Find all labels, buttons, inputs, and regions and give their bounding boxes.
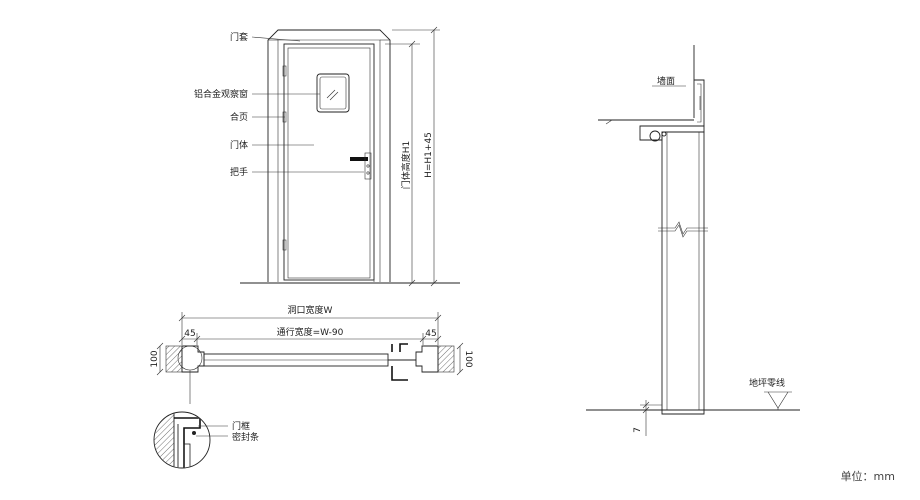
door-casing-outline: [267, 29, 391, 282]
section-door-leaf: [661, 131, 705, 411]
dim-opening-width: 洞口宽度W: [288, 304, 333, 316]
dim-total-height: H=H1+45: [424, 132, 434, 178]
side-section: 7 地坪零线 墙面: [586, 45, 800, 436]
left-frame-profile: [181, 345, 205, 373]
right-frame-profile: [415, 345, 439, 373]
front-elevation: 门套 铝合金观察窗 合页 门体 把手 门体高度H1 H=H1+45: [194, 26, 460, 287]
section-head-frame: [639, 125, 705, 141]
plan-handle: [391, 343, 408, 381]
label-seal: 密封条: [232, 431, 259, 443]
dim-door-height: 门体高度H1: [400, 141, 412, 190]
left-wall-hatch: [165, 345, 183, 373]
right-wall-hatch: [437, 345, 455, 373]
section-casing: [694, 79, 705, 127]
label-frame: 门框: [232, 420, 250, 432]
label-handle: 把手: [230, 166, 248, 178]
window-frame: [316, 73, 350, 113]
handle-lever: [350, 157, 368, 161]
label-window: 铝合金观察窗: [194, 88, 248, 100]
hinge-bottom: [282, 239, 287, 251]
dim-clear-width: 通行宽度=W-90: [277, 326, 344, 338]
label-floor: 地坪零线: [749, 377, 785, 389]
detail-callout-large: [153, 411, 211, 469]
hinge-top: [282, 65, 287, 77]
label-hinge: 合页: [230, 111, 248, 123]
unit-label: 单位：mm: [841, 469, 895, 483]
door-casing-inner: [277, 39, 381, 282]
detail-seal: [183, 443, 191, 468]
dim-gap: 7: [633, 427, 643, 433]
floor-level-symbol: [764, 391, 792, 409]
dim-left-casing: 45: [184, 329, 195, 339]
label-door-casing: 门套: [230, 31, 248, 43]
detail-frame-profile: [174, 417, 201, 468]
dim-right-casing: 45: [425, 329, 436, 339]
plan-view: 洞口宽度W 通行宽度=W-90 45 45 100 100: [150, 304, 473, 469]
section-seal: [649, 130, 661, 142]
handle-plate: [364, 152, 372, 180]
door-leaf: [283, 43, 375, 281]
label-wall: 墙面: [657, 75, 675, 87]
label-door-body: 门体: [230, 139, 248, 151]
dim-left-depth: 100: [150, 350, 160, 367]
dim-right-depth: 100: [463, 350, 473, 367]
